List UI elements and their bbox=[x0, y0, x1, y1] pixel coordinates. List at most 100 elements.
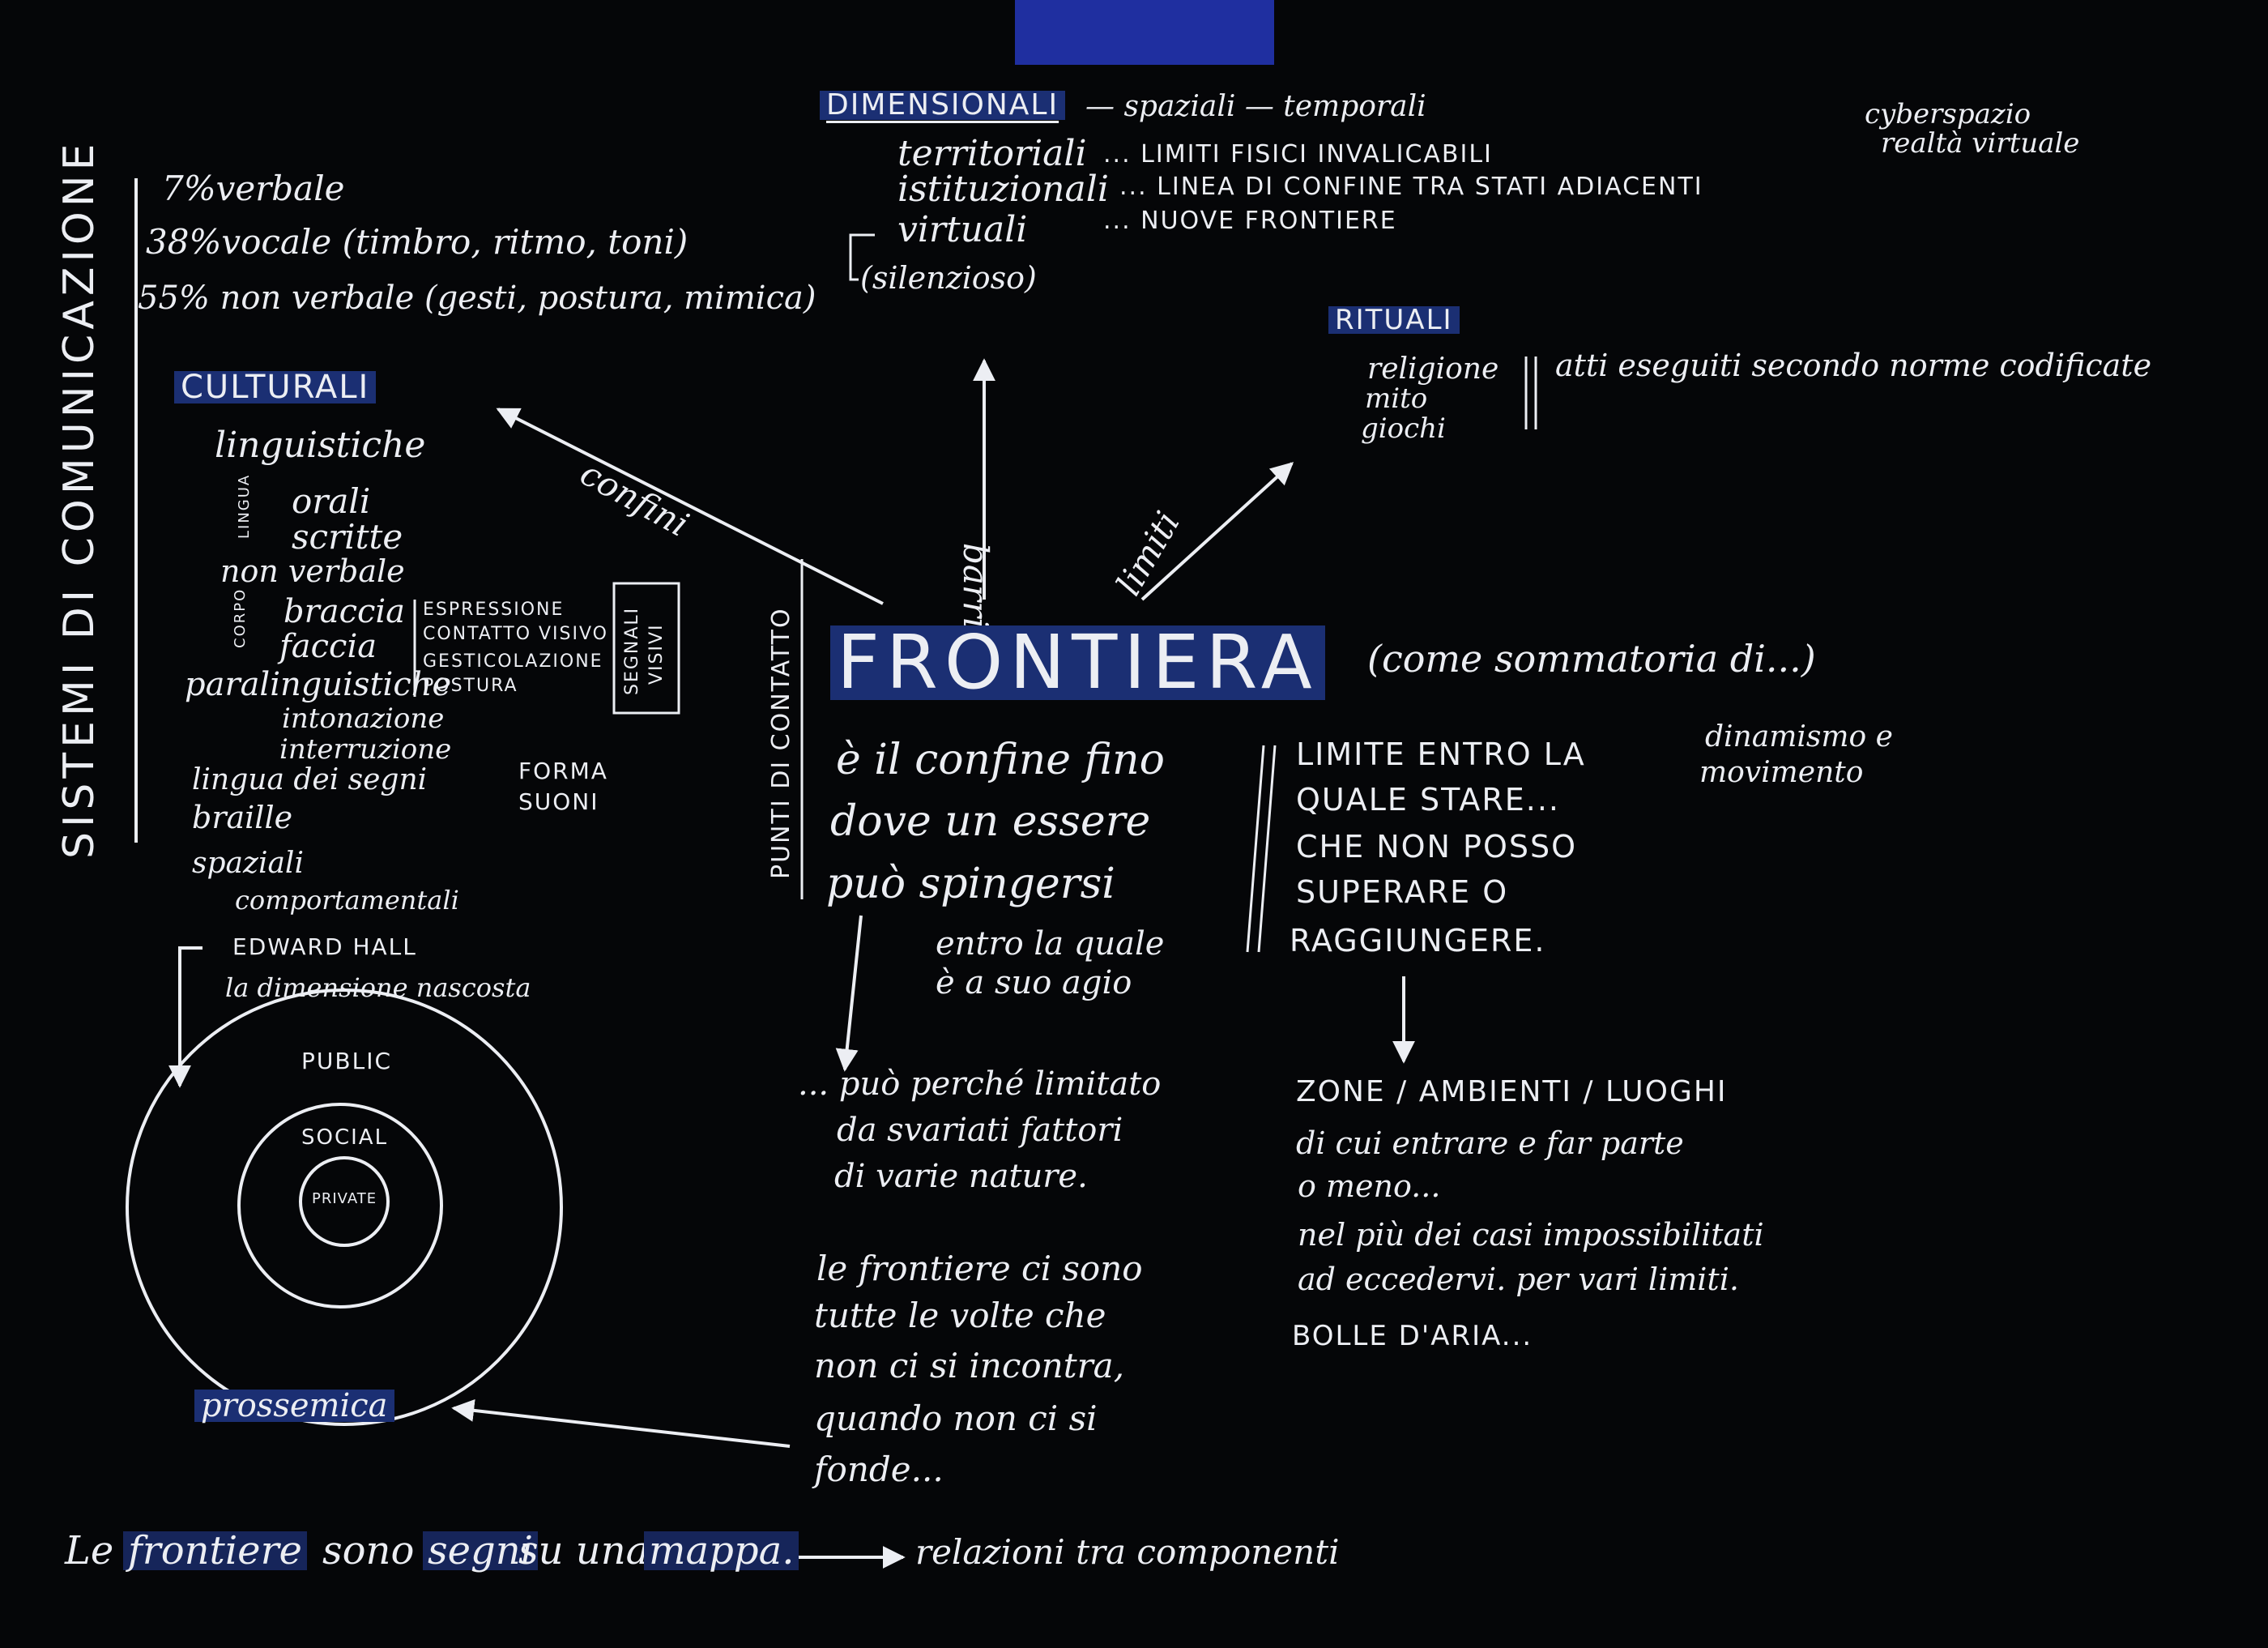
dim-desc-istituzionali: ... LINEA DI CONFINE TRA STATI ADIACENTI bbox=[1119, 173, 1703, 201]
segnali-box bbox=[612, 582, 680, 715]
culturali-lingua-segni: lingua dei segni bbox=[192, 763, 428, 796]
culturali-braccia: braccia bbox=[284, 593, 406, 630]
culturali-orali: orali bbox=[292, 481, 371, 521]
proxemics-public: PUBLIC bbox=[301, 1048, 392, 1074]
circle-private bbox=[299, 1156, 390, 1247]
limite-3: CHE NON POSSO bbox=[1296, 829, 1578, 865]
def-sub-1: entro la quale bbox=[936, 925, 1165, 963]
hall-arrow bbox=[168, 946, 202, 1088]
zone-2: di cui entrare e far parte bbox=[1296, 1125, 1684, 1161]
arrow-confini bbox=[496, 408, 884, 605]
rituali-desc: atti eseguiti secondo norme codificate bbox=[1555, 348, 2152, 383]
culturali-interruzione: interruzione bbox=[279, 733, 452, 766]
dimensionali-types: — spaziali — temporali bbox=[1085, 90, 1426, 123]
frontiera-title: FRONTIERA bbox=[830, 625, 1325, 700]
limite-5: RAGGIUNGERE. bbox=[1290, 923, 1546, 958]
expr-1: ESPRESSIONE bbox=[423, 600, 565, 620]
culturali-heading: CULTURALI bbox=[174, 371, 377, 403]
comm-verbal: 7%verbale bbox=[162, 169, 345, 208]
limite-1: LIMITE ENTRO LA bbox=[1296, 736, 1586, 772]
circle-public bbox=[126, 988, 563, 1426]
dinamismo-2: movimento bbox=[1699, 756, 1864, 789]
def-line-2: dove un essere bbox=[830, 797, 1151, 846]
zone-6: BOLLE D'ARIA... bbox=[1292, 1320, 1533, 1352]
footer-relazioni: relazioni tra componenti bbox=[915, 1532, 1340, 1572]
dimensione-nascosta: la dimensione nascosta bbox=[225, 972, 531, 1003]
culturali-spaziali: spaziali bbox=[192, 847, 304, 880]
segnali-1: SEGNALI bbox=[622, 606, 642, 695]
frontiera-note: (come sommatoria di...) bbox=[1367, 637, 1816, 681]
zone-1: ZONE / AMBIENTI / LUOGHI bbox=[1296, 1075, 1728, 1108]
footer-sono: sono bbox=[322, 1528, 415, 1573]
incontro-4: quando non ci si bbox=[814, 1398, 1098, 1438]
zone-5: ad eccedervi. per vari limiti. bbox=[1298, 1262, 1739, 1297]
limite-2: QUALE STARE... bbox=[1296, 782, 1561, 818]
cyber-2: realtà virtuale bbox=[1881, 127, 2080, 160]
expr-4: POSTURA bbox=[423, 676, 518, 696]
perche-2: da svariati fattori bbox=[837, 1112, 1123, 1149]
perche-1: ... può perché limitato bbox=[798, 1065, 1162, 1103]
dim-term-territoriali: territoriali bbox=[897, 133, 1087, 174]
prossemica-label: prossemica bbox=[194, 1390, 394, 1422]
dinamismo-1: dinamismo e bbox=[1705, 720, 1893, 754]
rituali-mito: mito bbox=[1365, 382, 1428, 415]
comm-nonverbal: 55% non verbale (gesti, postura, mimica) bbox=[138, 280, 816, 317]
rituali-religione: religione bbox=[1367, 352, 1499, 386]
footer-le: Le bbox=[65, 1528, 114, 1573]
culturali-faccia: faccia bbox=[279, 628, 377, 665]
dim-silenzioso: (silenzioso) bbox=[860, 260, 1037, 296]
def-sub-2: è a suo agio bbox=[936, 964, 1132, 1001]
incontro-3: non ci si incontra, bbox=[814, 1346, 1125, 1385]
forma-1: FORMA bbox=[518, 758, 608, 784]
dim-term-istituzionali: istituzionali bbox=[897, 169, 1109, 210]
limite-bar-2 bbox=[1257, 745, 1277, 953]
culturali-scritte: scritte bbox=[292, 517, 403, 557]
lingua-tag: LINGUA bbox=[236, 473, 253, 539]
proxemics-social: SOCIAL bbox=[301, 1125, 389, 1150]
culturali-paralinguistiche: paralinguistiche bbox=[185, 666, 452, 703]
expr-2: CONTATTO VISIVO bbox=[423, 624, 608, 644]
rituali-heading: RITUALI bbox=[1328, 306, 1460, 334]
arrow-limiti bbox=[1140, 462, 1294, 601]
forma-2: SUONI bbox=[518, 788, 599, 815]
culturali-linguistiche: linguistiche bbox=[215, 425, 426, 466]
comm-vocal: 38%vocale (timbro, ritmo, toni) bbox=[146, 222, 688, 262]
side-label: SISTEMI DI COMUNICAZIONE bbox=[55, 139, 104, 859]
footer-su-una: su una bbox=[518, 1528, 650, 1573]
incontro-5: fonde... bbox=[814, 1449, 944, 1489]
circle-social bbox=[237, 1103, 443, 1309]
culturali-braille: braille bbox=[192, 800, 293, 835]
arrow-perche bbox=[835, 915, 863, 1072]
culturali-intonazione: intonazione bbox=[282, 702, 445, 735]
arrow-prossemica bbox=[451, 1398, 791, 1448]
footer-mappa: mappa. bbox=[644, 1531, 799, 1570]
dim-term-virtuali: virtuali bbox=[897, 209, 1028, 250]
perche-3: di varie nature. bbox=[834, 1158, 1088, 1195]
blue-tape bbox=[1015, 0, 1274, 65]
expr-3: GESTICOLAZIONE bbox=[423, 651, 603, 672]
incontro-2: tutte le volte che bbox=[814, 1296, 1106, 1335]
dim-desc-territoriali: ... LIMITI FISICI INVALICABILI bbox=[1103, 140, 1493, 169]
incontro-1: le frontiere ci sono bbox=[816, 1249, 1143, 1288]
culturali-comportamentali: comportamentali bbox=[235, 885, 459, 916]
dim-desc-virtuali: ... NUOVE FRONTIERE bbox=[1103, 207, 1397, 235]
footer-segni: segni bbox=[423, 1531, 539, 1570]
def-line-3: può spingersi bbox=[826, 860, 1115, 908]
culturali-non-verbale: non verbale bbox=[220, 553, 405, 589]
proxemics-private: PRIVATE bbox=[312, 1190, 377, 1207]
virtuali-bracket bbox=[849, 233, 875, 281]
corpo-tag: CORPO bbox=[232, 587, 249, 648]
footer-frontiere: frontiere bbox=[123, 1531, 307, 1570]
limite-bar-1 bbox=[1246, 745, 1265, 953]
def-line-1: è il confine fino bbox=[836, 736, 1165, 784]
dimensionali-heading: DIMENSIONALI bbox=[820, 91, 1066, 120]
label-punti-contatto: PUNTI DI CONTATTO bbox=[767, 607, 795, 879]
segnali-2: VISIVI bbox=[646, 623, 667, 685]
rituali-giochi: giochi bbox=[1361, 412, 1446, 445]
zone-3: o meno... bbox=[1298, 1168, 1441, 1204]
limite-4: SUPERARE O bbox=[1296, 874, 1509, 910]
cyber-1: cyberspazio bbox=[1865, 98, 2031, 130]
edward-hall: EDWARD HALL bbox=[232, 933, 417, 960]
zone-4: nel più dei casi impossibilitati bbox=[1298, 1217, 1764, 1253]
